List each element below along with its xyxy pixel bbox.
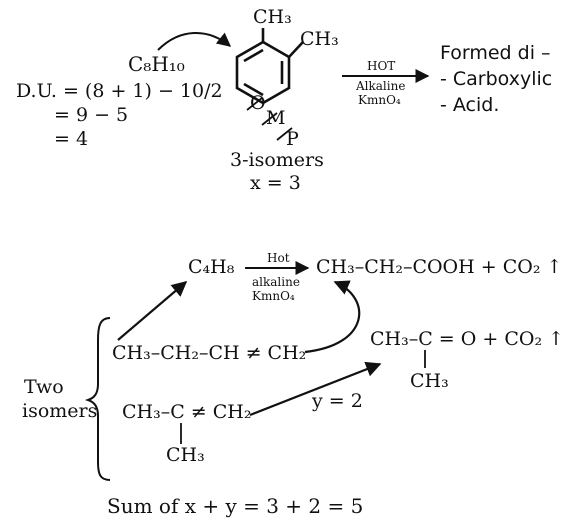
label-m: M	[266, 107, 286, 129]
isomers-count: 3-isomers	[230, 149, 324, 171]
ketone-product: CH₃–C = O + CO₂ ↑	[370, 328, 565, 350]
bottom-arrow-label-alkaline: alkaline	[252, 275, 300, 289]
du-line-1: D.U. = (8 + 1) − 10/2	[16, 80, 223, 102]
arrow-to-c4h8	[117, 281, 188, 341]
product-line-2: - Carboxylic	[440, 68, 553, 90]
arrow-to-ketone	[249, 361, 382, 417]
isomer-1-butene: CH₃–CH₂–CH ≠ CH₂	[112, 342, 307, 364]
label-p: P	[286, 128, 299, 150]
formula-c4h8: C₄H₈	[188, 256, 235, 278]
du-line-3: = 4	[54, 128, 89, 150]
y-value: y = 2	[312, 390, 363, 412]
ch3-top: CH₃	[253, 6, 292, 28]
ch3-right: CH₃	[300, 28, 339, 50]
top-arrow-label-kmno4: KmnO₄	[358, 93, 401, 107]
ketone-branch-ch3: CH₃	[410, 370, 449, 392]
sum-result: Sum of x + y = 3 + 2 = 5	[107, 494, 364, 518]
top-arrow-label-alkaline: Alkaline	[356, 79, 406, 93]
bottom-arrow-label-kmno4: KmnO₄	[252, 289, 295, 303]
top-arrow-label-hot: HOT	[367, 59, 396, 73]
o-m-p-slashes	[246, 97, 293, 141]
formula-c8h10: C₈H₁₀	[128, 52, 185, 76]
isomer-2-branch-ch3: CH₃	[166, 444, 205, 466]
benzene-ring	[235, 28, 304, 105]
two-isomers-line-1: Two	[24, 376, 64, 398]
two-isomers-line-2: isomers	[22, 400, 98, 422]
curved-arrow-to-acid	[304, 280, 361, 354]
label-o: O	[250, 92, 266, 114]
bottom-arrow-label-hot: Hot	[267, 251, 290, 265]
isomer-2-methylpropene: CH₃–C ≠ CH₂	[122, 401, 252, 423]
curly-brace	[84, 317, 111, 481]
curved-arrow-c8h10	[157, 32, 232, 51]
x-value: x = 3	[250, 172, 301, 194]
product-line-3: - Acid.	[440, 94, 500, 116]
product-line-1: Formed di –	[440, 42, 551, 64]
du-line-2: = 9 − 5	[54, 104, 129, 126]
acid-product: CH₃–CH₂–COOH + CO₂ ↑	[316, 256, 563, 278]
